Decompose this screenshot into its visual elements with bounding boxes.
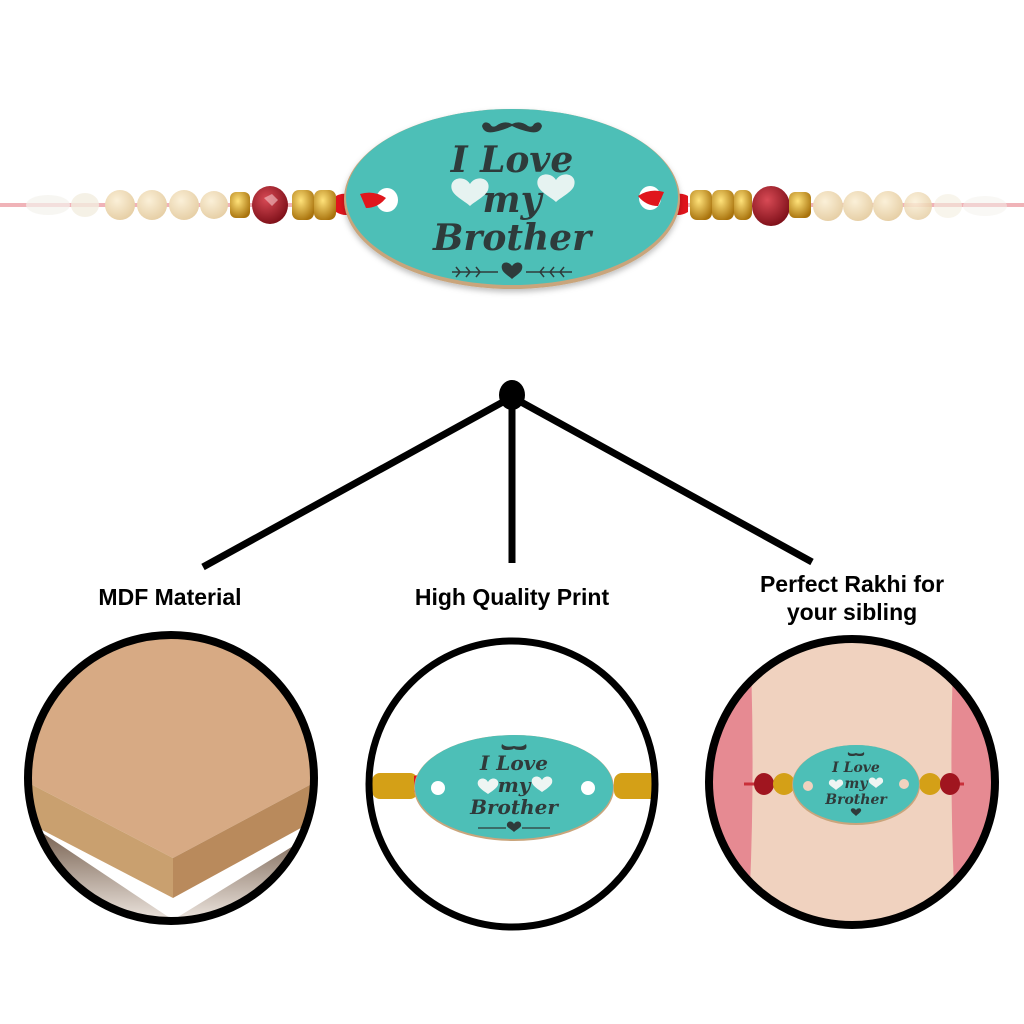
cream-bead xyxy=(169,190,199,220)
gold-spacer-bead xyxy=(314,190,336,220)
mustache-icon xyxy=(501,744,527,750)
gold-spacer-bead xyxy=(789,192,811,218)
gold-spacer-bead xyxy=(919,773,941,795)
heart-icon xyxy=(868,777,884,788)
feature-label-print: High Quality Print xyxy=(414,584,610,610)
tag-text-line1: I Love xyxy=(831,760,880,776)
heart-icon xyxy=(506,821,522,832)
tag-text-line1: I Love xyxy=(450,139,574,181)
connector-line-left xyxy=(201,393,514,571)
gold-spacer-bead xyxy=(734,190,752,220)
rakhi-tag xyxy=(793,745,919,823)
gold-spacer-bead xyxy=(712,190,734,220)
cream-bead xyxy=(813,191,843,221)
heart-icon xyxy=(531,776,553,792)
vine-left xyxy=(452,266,498,278)
feature-label-mdf: MDF Material xyxy=(98,584,242,610)
red-crystal-bead xyxy=(754,773,774,795)
clear-bead xyxy=(934,194,962,218)
connector-node xyxy=(499,380,525,410)
mdf-board-edge-left xyxy=(30,780,173,898)
tag-text-line1: I Love xyxy=(479,751,548,775)
feature-circle-mdf xyxy=(23,630,319,926)
mustache-icon xyxy=(847,752,865,756)
feature-label-gift-line2: your sibling xyxy=(786,599,918,625)
heart-icon xyxy=(501,262,523,279)
gold-spacer-bead xyxy=(614,773,653,799)
tag-hole xyxy=(376,188,398,212)
circle-border xyxy=(705,635,999,929)
rakhi-tag: I Love my Brother xyxy=(344,109,680,289)
circle-border xyxy=(24,631,318,925)
feature-label-gift: Perfect Rakhi for your sibling xyxy=(720,570,984,626)
connector-line-right xyxy=(510,393,814,566)
tag-text-line2: my xyxy=(482,179,543,221)
red-crystal-bead xyxy=(252,186,288,224)
cream-bead xyxy=(843,191,873,221)
heart-icon xyxy=(451,178,489,206)
feature-label-gift-line1: Perfect Rakhi for xyxy=(759,571,945,597)
circle-border xyxy=(365,637,659,931)
feature-circle-gift: I Love my Brother xyxy=(704,634,1000,930)
cream-bead xyxy=(200,191,228,219)
left-bead-string xyxy=(26,186,360,224)
clear-bead xyxy=(26,195,70,215)
cream-bead xyxy=(904,192,932,220)
clear-bead xyxy=(963,196,1007,216)
tag-text-line2: my xyxy=(498,773,532,797)
mdf-board-edge-right xyxy=(173,780,312,898)
gold-spacer-bead xyxy=(230,192,250,218)
tag-text-line2: my xyxy=(845,776,869,792)
cream-bead xyxy=(105,190,135,220)
red-crystal-bead xyxy=(752,186,790,226)
heart-icon xyxy=(537,174,575,202)
heart-icon xyxy=(477,778,499,794)
cream-bead xyxy=(137,190,167,220)
feature-circle-print: I Love my Brother xyxy=(364,636,660,932)
tag-text-line3: Brother xyxy=(824,792,888,808)
vine-right xyxy=(526,266,572,278)
main-rakhi-image: I Love my Brother xyxy=(0,100,1024,310)
gold-spacer-bead xyxy=(773,773,795,795)
gold-spacer-bead xyxy=(292,190,314,220)
gold-spacer-bead xyxy=(690,190,712,220)
heart-icon xyxy=(828,779,844,790)
mdf-board-top xyxy=(30,637,312,858)
mustache-icon xyxy=(482,122,542,133)
rakhi-tag xyxy=(415,735,613,839)
tag-text-line3: Brother xyxy=(432,217,594,259)
heart-icon xyxy=(850,808,862,816)
red-crystal-bead xyxy=(940,773,960,795)
gold-spacer-bead xyxy=(372,773,418,799)
clear-bead xyxy=(71,193,99,217)
cream-bead xyxy=(873,191,903,221)
tag-text-line3: Brother xyxy=(469,795,559,819)
